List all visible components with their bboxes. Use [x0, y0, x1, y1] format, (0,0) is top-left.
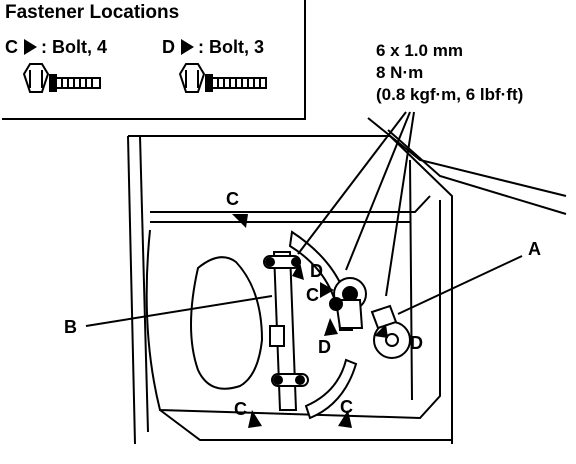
- leader-lines: [85, 111, 523, 327]
- legend-item-d: D : Bolt, 3: [162, 38, 264, 56]
- spec-size: 6 x 1.0 mm: [376, 41, 463, 60]
- callout-c-mid-label: C: [306, 285, 319, 305]
- legend-label-d: : Bolt, 3: [198, 37, 264, 57]
- callout-d-mid-label: D: [318, 337, 331, 357]
- door-panel: [127, 117, 567, 445]
- legend-letter-c: C: [5, 37, 18, 57]
- callout-c-arrows: [232, 214, 352, 428]
- legend-letter-d: D: [162, 37, 175, 57]
- bolt-d-icon: [178, 63, 267, 93]
- callout-d-right-label: D: [410, 333, 423, 353]
- diagram-title: Fastener Locations: [5, 2, 180, 23]
- callout-d-arrows: [292, 262, 388, 338]
- arrow-icon: [181, 39, 194, 55]
- callout-d-top-label: D: [310, 261, 323, 281]
- callout-b-label: B: [64, 317, 77, 337]
- window-regulator: [263, 230, 398, 420]
- arrow-icon: [24, 39, 37, 55]
- legend-label-c: : Bolt, 4: [41, 37, 107, 57]
- bolt-c-icon: [22, 63, 101, 93]
- callout-a-label: A: [528, 239, 541, 259]
- callout-c-bottom-right-label: C: [340, 397, 353, 417]
- legend-item-c: C : Bolt, 4: [5, 38, 107, 56]
- callout-c-bottom-left-label: C: [234, 399, 247, 419]
- spec-torque-alt: (0.8 kgf·m, 6 lbf·ft): [376, 85, 524, 104]
- legend-box: [2, 0, 306, 120]
- spec-torque-nm: 8 N·m: [376, 63, 424, 82]
- callout-c-top-label: C: [226, 189, 239, 209]
